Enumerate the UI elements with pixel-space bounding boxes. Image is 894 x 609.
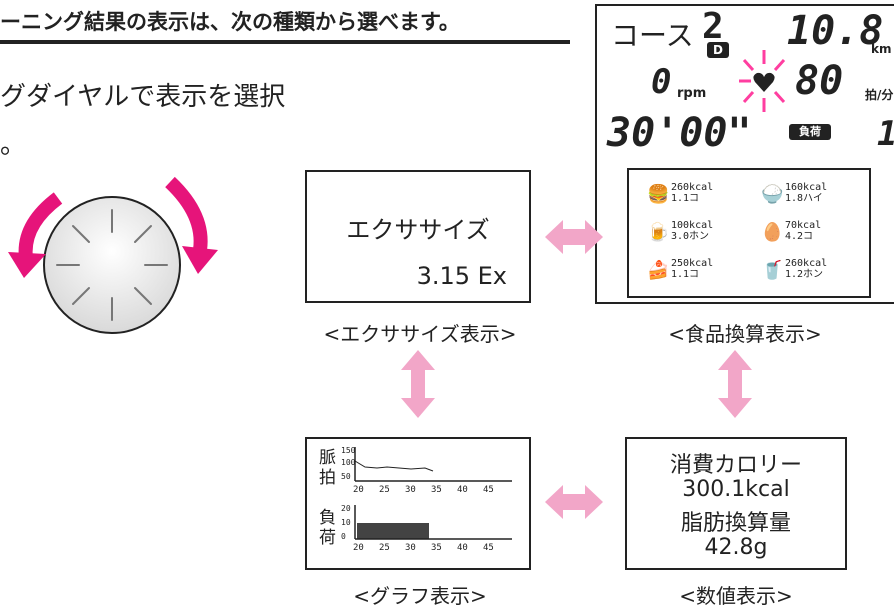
- rpm-value: 0: [651, 62, 672, 102]
- distance-unit: km: [871, 42, 892, 56]
- arrow-exercise-graph-icon: [401, 350, 435, 418]
- calories-label: 消費カロリー: [669, 453, 802, 478]
- pulse-x-tick-40: 40: [457, 485, 468, 495]
- instruction-line-1: グダイヤルで表示を選択: [0, 82, 286, 112]
- pulse-label-1: 脈: [319, 448, 336, 468]
- pulse-label-2: 拍: [319, 468, 336, 488]
- exercise-label: エクササイズ: [346, 216, 490, 244]
- load-y-tick-20: 20: [341, 504, 351, 513]
- course-label: コース: [611, 19, 694, 52]
- load-y-tick-10: 10: [341, 518, 351, 527]
- pulse-x-tick-35: 35: [431, 485, 442, 495]
- arrow-graph-numeric-icon: [545, 485, 603, 519]
- load-label-1: 負: [319, 508, 336, 528]
- numeric-panel: 消費カロリー 300.1kcal 脂肪換算量 42.8g: [625, 437, 847, 570]
- pulse-x-tick-25: 25: [379, 485, 390, 495]
- pulse-unit: 拍/分: [865, 88, 894, 102]
- load-x-tick-45: 45: [483, 543, 494, 553]
- pulse-y-tick-150: 150: [341, 446, 356, 455]
- graph-chart: 150 100 50 20 10 0 20 25 30 35 40 45 20 …: [319, 446, 512, 553]
- heading-underline: [0, 40, 570, 44]
- section-heading: ーニング結果の表示は、次の種類から選べます。: [0, 10, 460, 34]
- rice-bowl-icon: 🍚: [761, 184, 784, 205]
- food-caption: <食品換算表示>: [668, 322, 822, 346]
- calories-value: 300.1kcal: [682, 477, 790, 502]
- course-number: 2: [702, 6, 724, 47]
- graph-panel: 150 100 50 20 10 0 20 25 30 35 40 45 20 …: [305, 437, 531, 570]
- pulse-x-tick-45: 45: [483, 485, 494, 495]
- arrow-food-numeric-icon: [718, 350, 752, 418]
- rotate-left-arrow-icon: [18, 192, 63, 259]
- load-bars: [357, 523, 429, 539]
- pulse-x-tick-20: 20: [353, 485, 364, 495]
- pulse-x-tick-30: 30: [405, 485, 416, 495]
- load-value: 1: [877, 114, 894, 154]
- rpm-unit: rpm: [677, 86, 707, 101]
- exercise-value: 3.15 Ex: [416, 262, 507, 290]
- load-y-tick-0: 0: [341, 532, 346, 541]
- soda-icon: 🥤: [761, 260, 784, 281]
- exercise-panel: エクササイズ 3.15 Ex: [305, 170, 531, 303]
- hamburger-icon: 🍔: [647, 184, 670, 205]
- arrow-exercise-food-icon: [545, 220, 603, 254]
- elapsed-time: 30'00": [607, 110, 752, 156]
- mode-badge: D: [707, 42, 729, 58]
- heart-blink-icon: [739, 50, 786, 112]
- load-badge: 負荷: [789, 124, 831, 140]
- load-x-tick-20: 20: [353, 543, 364, 553]
- dial-illustration: [8, 176, 218, 334]
- load-x-tick-35: 35: [431, 543, 442, 553]
- rotate-right-arrowhead-icon: [182, 246, 218, 274]
- pulse-y-tick-100: 100: [341, 458, 356, 467]
- pulse-line: [354, 460, 434, 472]
- pulse-value: 80: [795, 58, 844, 104]
- fat-label: 脂肪換算量: [680, 511, 791, 536]
- beer-icon: 🍺: [647, 222, 670, 243]
- distance-value: 10.8: [787, 8, 884, 54]
- instruction-line-2: 。: [0, 130, 27, 160]
- egg-icon: 🥚: [761, 222, 784, 243]
- pulse-y-tick-50: 50: [341, 472, 351, 481]
- fat-value: 42.8g: [704, 535, 768, 560]
- load-x-tick-25: 25: [379, 543, 390, 553]
- load-label-2: 荷: [319, 528, 336, 548]
- rotate-left-arrowhead-icon: [8, 252, 46, 278]
- load-x-tick-40: 40: [457, 543, 468, 553]
- exercise-caption: <エクササイズ表示>: [323, 322, 517, 346]
- cake-icon: 🍰: [647, 260, 670, 281]
- device-display: コース 2 D 10.8 km 0 rpm 80 拍/分 30'00" 負荷 1…: [595, 4, 894, 304]
- load-x-tick-30: 30: [405, 543, 416, 553]
- rotate-right-arrow-icon: [165, 176, 208, 251]
